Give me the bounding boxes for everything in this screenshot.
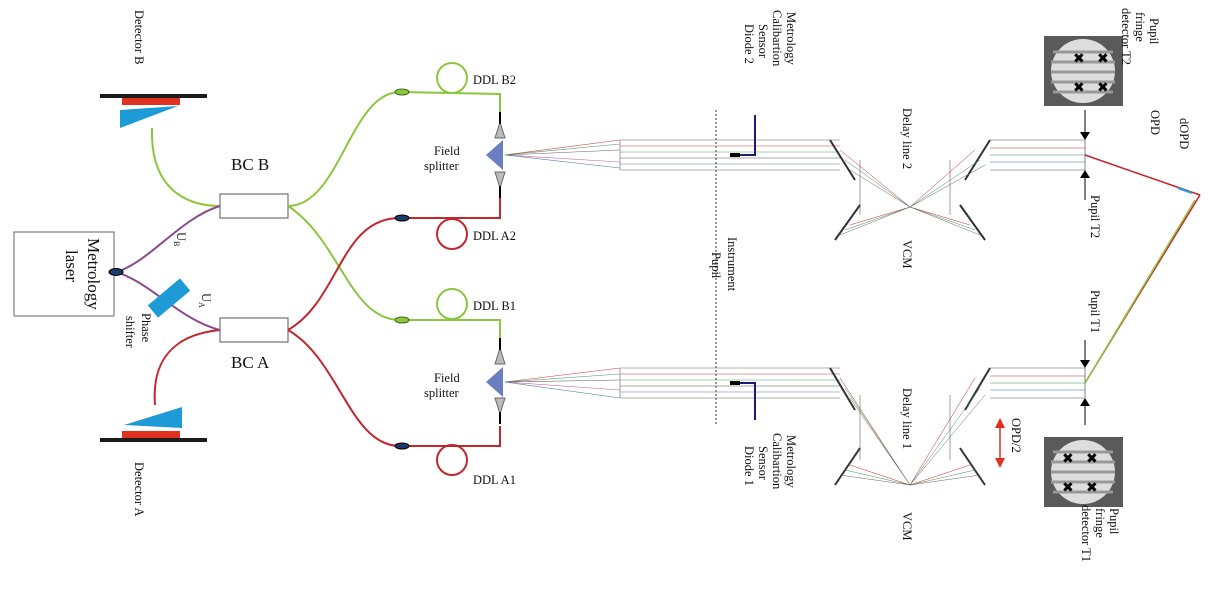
svg-text:✖: ✖ — [1097, 80, 1109, 96]
delay-line-2 — [829, 139, 991, 241]
ddl-b1-label: DDL B1 — [473, 299, 516, 313]
detector-a-label: Detector A — [132, 462, 146, 517]
svg-text:Sensor: Sensor — [756, 446, 770, 481]
svg-text:detector T1: detector T1 — [1079, 505, 1093, 562]
opd-half-arrow — [995, 418, 1005, 468]
pupil-fringe-detector-t2: ✖ ✖ ✖ ✖ — [1044, 36, 1123, 106]
svg-text:Metrology: Metrology — [784, 12, 798, 66]
field-splitter-top — [486, 112, 506, 198]
dopd-label: dOPD — [1177, 118, 1191, 149]
pupil-t2-arrows — [1080, 110, 1090, 200]
svg-text:fringe: fringe — [1093, 508, 1107, 538]
svg-text:✖: ✖ — [1073, 51, 1085, 67]
opd-label: OPD — [1148, 110, 1162, 135]
svg-text:✖: ✖ — [1062, 480, 1074, 496]
u-b-label: UB — [172, 232, 188, 246]
mcsd2-diode — [730, 153, 740, 157]
pupil-fringe-t1-label: Pupil fringe detector T1 — [1079, 505, 1121, 562]
bc-a-label: BC A — [231, 353, 270, 372]
delay-line-2-label: Delay line 2 — [900, 108, 914, 169]
svg-text:✖: ✖ — [1086, 451, 1098, 467]
instrument-pupil-label-2: Pupil — [709, 252, 723, 279]
svg-text:Diode 1: Diode 1 — [742, 446, 756, 486]
mcsd2-wire — [730, 115, 756, 156]
field-splitter-top-2: splitter — [424, 159, 460, 173]
mcsd2-label: Metrology Calibartion Sensor Diode 2 — [742, 10, 798, 67]
svg-text:✖: ✖ — [1062, 451, 1074, 467]
vcm-top-label: VCM — [900, 240, 914, 268]
svg-text:Calibartion: Calibartion — [770, 10, 784, 67]
ddl-a2-label: DDL A2 — [473, 229, 516, 243]
pupil-t1-arrows — [1080, 340, 1090, 425]
fiber-bcb-b2 — [287, 90, 501, 207]
ddl-b2-loop — [436, 62, 468, 94]
svg-text:✖: ✖ — [1073, 80, 1085, 96]
fiber-laser-bcb — [115, 205, 221, 273]
svg-text:Pupil: Pupil — [1107, 508, 1121, 535]
svg-text:Sensor: Sensor — [756, 24, 770, 59]
svg-text:✖: ✖ — [1086, 480, 1098, 496]
fiber-bca-a1 — [287, 329, 501, 447]
metrology-laser-label-2: laser — [62, 250, 81, 282]
phase-shifter-label-2: shifter — [123, 316, 137, 349]
bc-b-box — [219, 193, 289, 219]
fiber-bcb-b1 — [287, 205, 501, 338]
detector-b-label: Detector B — [132, 10, 146, 65]
svg-text:✖: ✖ — [1097, 51, 1109, 67]
fiber-detb-bcb — [150, 127, 221, 207]
opd-lines — [1084, 154, 1201, 384]
bc-b-label: BC B — [231, 155, 269, 174]
metrology-laser-box — [13, 231, 115, 317]
pupil-t1-label: Pupil T1 — [1088, 290, 1102, 333]
svg-text:fringe: fringe — [1133, 12, 1147, 42]
field-splitter-top-1: Field — [434, 144, 460, 158]
delay-line-1-label: Delay line 1 — [900, 388, 914, 449]
field-splitter-bottom-1: Field — [434, 371, 460, 385]
ddl-a1-label: DDL A1 — [473, 473, 516, 487]
svg-text:Diode 2: Diode 2 — [742, 24, 756, 64]
fiber-bca-a2 — [287, 198, 501, 331]
phase-shifter-box — [147, 278, 191, 318]
svg-text:Metrology: Metrology — [784, 435, 798, 489]
fiber-connectors — [108, 88, 410, 450]
pupil-fringe-t2-label: Pupil fringe detector T2 — [1119, 8, 1161, 65]
opd-half-label: OPD/2 — [1009, 418, 1023, 453]
detector-b — [100, 94, 207, 128]
field-splitter-bottom-2: splitter — [424, 386, 460, 400]
u-a-label: UA — [197, 293, 213, 308]
instrument-pupil-label-1: Instrument — [725, 237, 739, 292]
pupil-fringe-detector-t1: ✖ ✖ ✖ ✖ — [1044, 437, 1123, 507]
pupil-t2-label: Pupil T2 — [1088, 195, 1102, 238]
fiber-deta-bca — [153, 329, 221, 406]
mcsd1-wire — [730, 382, 756, 420]
detector-a — [100, 407, 207, 442]
ddl-b1-loop — [436, 288, 468, 320]
ddl-b2-label: DDL B2 — [473, 73, 516, 87]
delay-line-1 — [829, 367, 991, 486]
mcsd1-diode — [730, 381, 740, 385]
svg-text:Pupil: Pupil — [1147, 18, 1161, 45]
beams-to-pupils — [990, 139, 1086, 399]
mcsd1-label: Metrology Calibartion Sensor Diode 1 — [742, 433, 798, 490]
vcm-bottom-label: VCM — [900, 512, 914, 540]
field-splitter-bottom — [486, 338, 506, 424]
beam-bundle-top — [504, 139, 840, 171]
phase-shifter-label-1: Phase — [139, 313, 153, 343]
svg-text:Calibartion: Calibartion — [770, 433, 784, 490]
bc-a-box — [219, 317, 289, 343]
svg-text:detector T2: detector T2 — [1119, 8, 1133, 65]
ddl-a1-loop — [436, 444, 468, 476]
beam-bundle-bottom — [504, 367, 840, 399]
metrology-laser-label-1: Metrology — [84, 238, 103, 310]
ddl-a2-loop — [436, 218, 468, 250]
